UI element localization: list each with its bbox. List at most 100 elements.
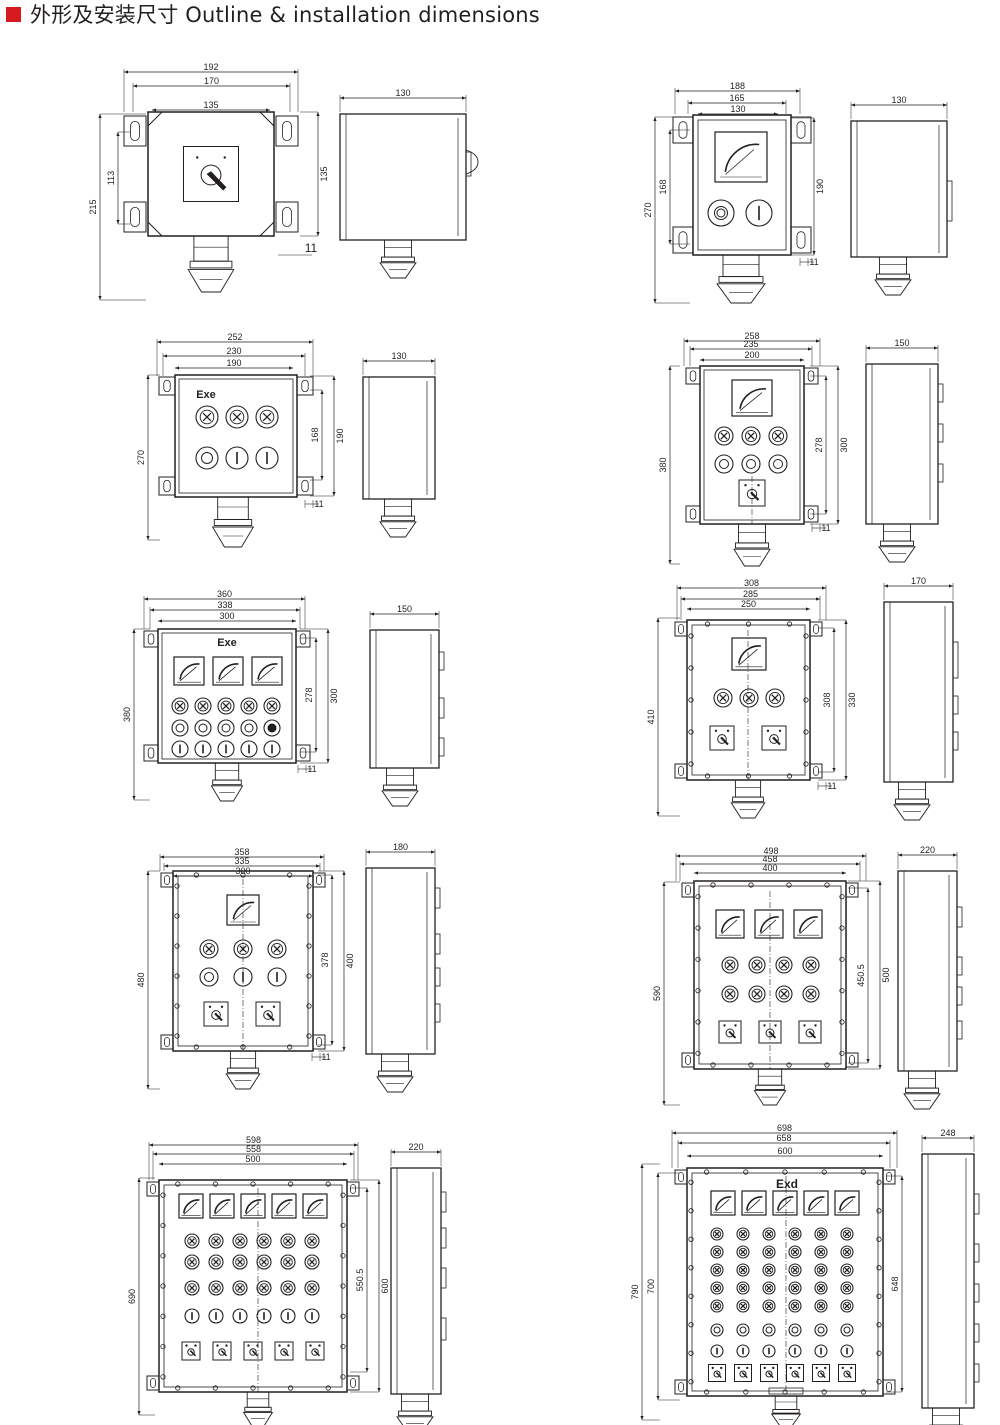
dimension-label: 170 [911, 576, 926, 586]
indicator-button [802, 956, 820, 974]
stop-button [762, 1323, 776, 1337]
indicator-button [184, 1254, 200, 1270]
indicator-button [304, 1280, 320, 1296]
cable-gland [187, 235, 235, 293]
page-title: 外形及安装尺寸 Outline & installation dimension… [30, 3, 540, 27]
indicator-button [304, 1233, 320, 1249]
meter [714, 131, 768, 183]
side-cable-gland [893, 781, 931, 821]
meter [271, 1193, 297, 1219]
side-cable-gland [379, 239, 417, 279]
selector-switch [305, 1341, 325, 1361]
start-button [255, 446, 279, 470]
meter [173, 656, 205, 686]
dimension-label: 790 [630, 1284, 640, 1299]
dimension-label: 410 [646, 709, 656, 724]
indicator-button [710, 1299, 724, 1313]
dimension-label: 648 [890, 1276, 900, 1291]
start-button [745, 199, 773, 227]
stop-button [194, 719, 212, 737]
dimension-label: 300 [219, 611, 234, 621]
cable-gland [225, 1050, 261, 1090]
dimension-label: 278 [304, 687, 314, 702]
start-button [710, 1344, 724, 1358]
cable-gland [211, 496, 255, 548]
dimension-label: 550.5 [355, 1269, 365, 1292]
start-button [208, 1308, 224, 1324]
indicator-button [232, 1233, 248, 1249]
selector-switch [203, 1001, 229, 1027]
indicator-button [713, 688, 733, 708]
meter [178, 1193, 204, 1219]
start-button [184, 1308, 200, 1324]
dimension-label: 338 [217, 600, 232, 610]
cable-gland [753, 1068, 787, 1106]
selector-switch [734, 1364, 752, 1382]
stop-button [240, 719, 258, 737]
indicator-button [280, 1280, 296, 1296]
cable-gland [730, 779, 766, 819]
side-view: 130 [850, 95, 953, 296]
start-button [267, 967, 287, 987]
selector-switch [760, 1364, 778, 1382]
side-cable-gland [379, 498, 417, 538]
stop-button [788, 1323, 802, 1337]
dimension-label: 380 [658, 457, 668, 472]
indicator-button [762, 1263, 776, 1277]
indicator-button [736, 1263, 750, 1277]
exe-marking: Exe [217, 637, 237, 649]
meter [302, 1193, 328, 1219]
indicator-button [232, 1254, 248, 1270]
cable-gland [770, 1395, 802, 1425]
dimension-label: 270 [136, 450, 146, 465]
side-view: 248 [921, 1128, 980, 1425]
meter [731, 637, 767, 671]
dimension-label: 215 [88, 199, 98, 214]
selector-switch [718, 1020, 742, 1044]
dimension-label: 248 [940, 1128, 955, 1138]
stop-button [171, 719, 189, 737]
indicator-button [194, 697, 212, 715]
dimension-label: 500 [881, 967, 891, 982]
dimension-label: 188 [730, 81, 745, 91]
side-cable-gland [874, 256, 912, 296]
meter [793, 909, 823, 939]
start-button [263, 740, 281, 758]
dimension-label: 308 [822, 692, 832, 707]
dimension-label: 378 [320, 952, 330, 967]
dimension-label: 600 [777, 1146, 792, 1156]
start-button [814, 1344, 828, 1358]
indicator-button [814, 1245, 828, 1259]
indicator-button [263, 697, 281, 715]
selector-switch [212, 1341, 232, 1361]
indicator-button [199, 939, 219, 959]
indicator-button [256, 1233, 272, 1249]
dimension-label: 190 [335, 428, 345, 443]
indicator-button [788, 1281, 802, 1295]
selector-switch [709, 725, 735, 751]
dimension-label: 11 [809, 257, 818, 267]
selector-switch [183, 146, 239, 202]
side-cable-gland [376, 1053, 414, 1093]
dimension-label: 380 [122, 707, 132, 722]
dimension-label: 168 [310, 427, 320, 442]
dimension-label: 458 [762, 854, 777, 864]
dimension-label: 192 [203, 62, 218, 72]
indicator-button [775, 956, 793, 974]
dimension-label: 250 [741, 599, 756, 609]
dimension-label: 278 [814, 437, 824, 452]
dimension-label: 400 [345, 953, 355, 968]
indicator-button [736, 1245, 750, 1259]
dimension-label: 190 [815, 179, 825, 194]
indicator-button [840, 1281, 854, 1295]
indicator-button [240, 697, 258, 715]
stop-button [741, 454, 761, 474]
side-cable-gland [878, 523, 916, 563]
dimension-label: 11 [321, 1052, 330, 1062]
dimension-label: 150 [894, 338, 909, 348]
dimension-label: 113 [106, 171, 116, 185]
indicator-button [710, 1281, 724, 1295]
indicator-button [788, 1227, 802, 1241]
